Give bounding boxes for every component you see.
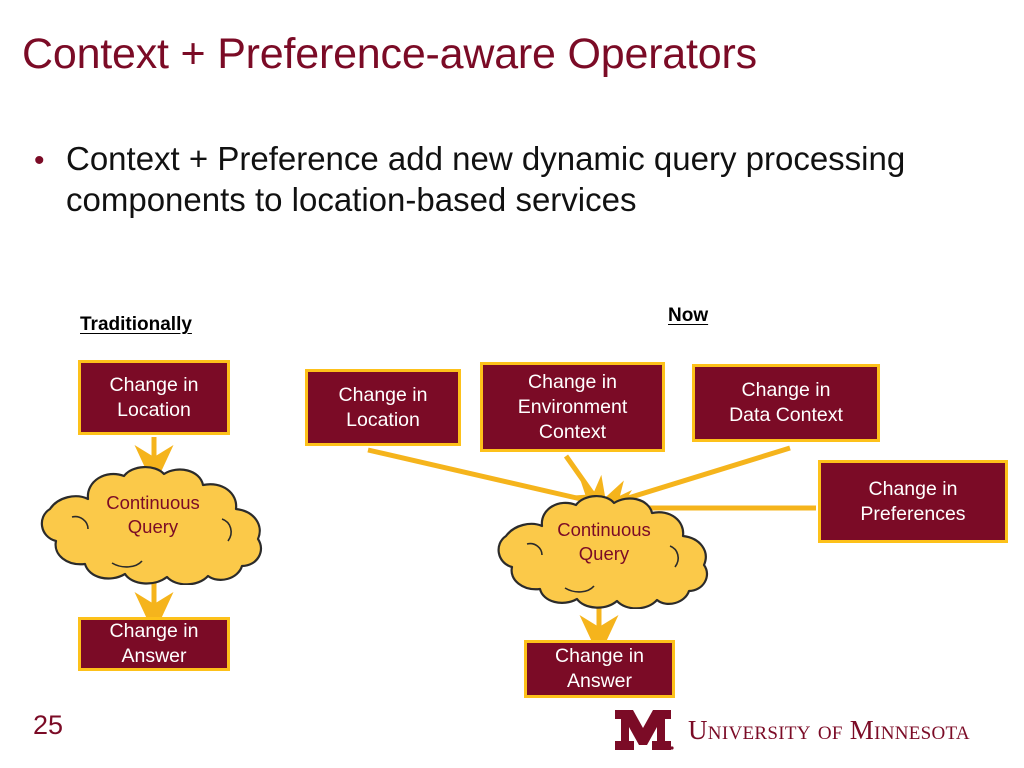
cloud-shape-icon bbox=[497, 495, 709, 609]
bullet-marker-icon: • bbox=[34, 144, 45, 177]
umn-m-logo-icon bbox=[615, 710, 674, 750]
caption-now: Now bbox=[668, 305, 709, 326]
box-now-change-in-data-context[interactable]: Change in Data Context bbox=[692, 364, 880, 442]
caption-traditionally: Traditionally bbox=[80, 314, 192, 335]
box-now-change-in-answer[interactable]: Change in Answer bbox=[524, 640, 675, 698]
box-label: Change in Answer bbox=[109, 620, 199, 667]
box-traditionally-change-in-location[interactable]: Change in Location bbox=[78, 360, 230, 435]
box-label: Change in Answer bbox=[555, 645, 644, 692]
box-now-change-in-environment-context[interactable]: Change in Environment Context bbox=[480, 362, 665, 452]
page-number: 25 bbox=[33, 710, 64, 740]
box-now-change-in-preferences[interactable]: Change in Preferences bbox=[818, 460, 1008, 543]
cloud-shape-icon bbox=[40, 466, 263, 585]
box-label: Change in Location bbox=[338, 383, 428, 431]
box-label: Change in Location bbox=[109, 373, 199, 421]
bullet-list: • Context + Preference add new dynamic q… bbox=[28, 138, 958, 220]
university-wordmark: University of Minnesota bbox=[688, 714, 970, 745]
cloud-now-continuous-query[interactable]: Continuous Query bbox=[493, 494, 715, 609]
page-title: Context + Preference-aware Operators bbox=[22, 30, 757, 78]
box-now-change-in-location[interactable]: Change in Location bbox=[305, 369, 461, 446]
box-label: Change in Environment Context bbox=[517, 370, 628, 443]
box-label: Change in Preferences bbox=[860, 477, 966, 525]
box-traditionally-change-in-answer[interactable]: Change in Answer bbox=[78, 617, 230, 671]
university-logo: University of Minnesota bbox=[612, 706, 970, 754]
box-label: Change in Data Context bbox=[729, 379, 843, 426]
cloud-traditionally-continuous-query[interactable]: Continuous Query bbox=[36, 465, 270, 585]
bullet-item-text: Context + Preference add new dynamic que… bbox=[66, 140, 906, 218]
